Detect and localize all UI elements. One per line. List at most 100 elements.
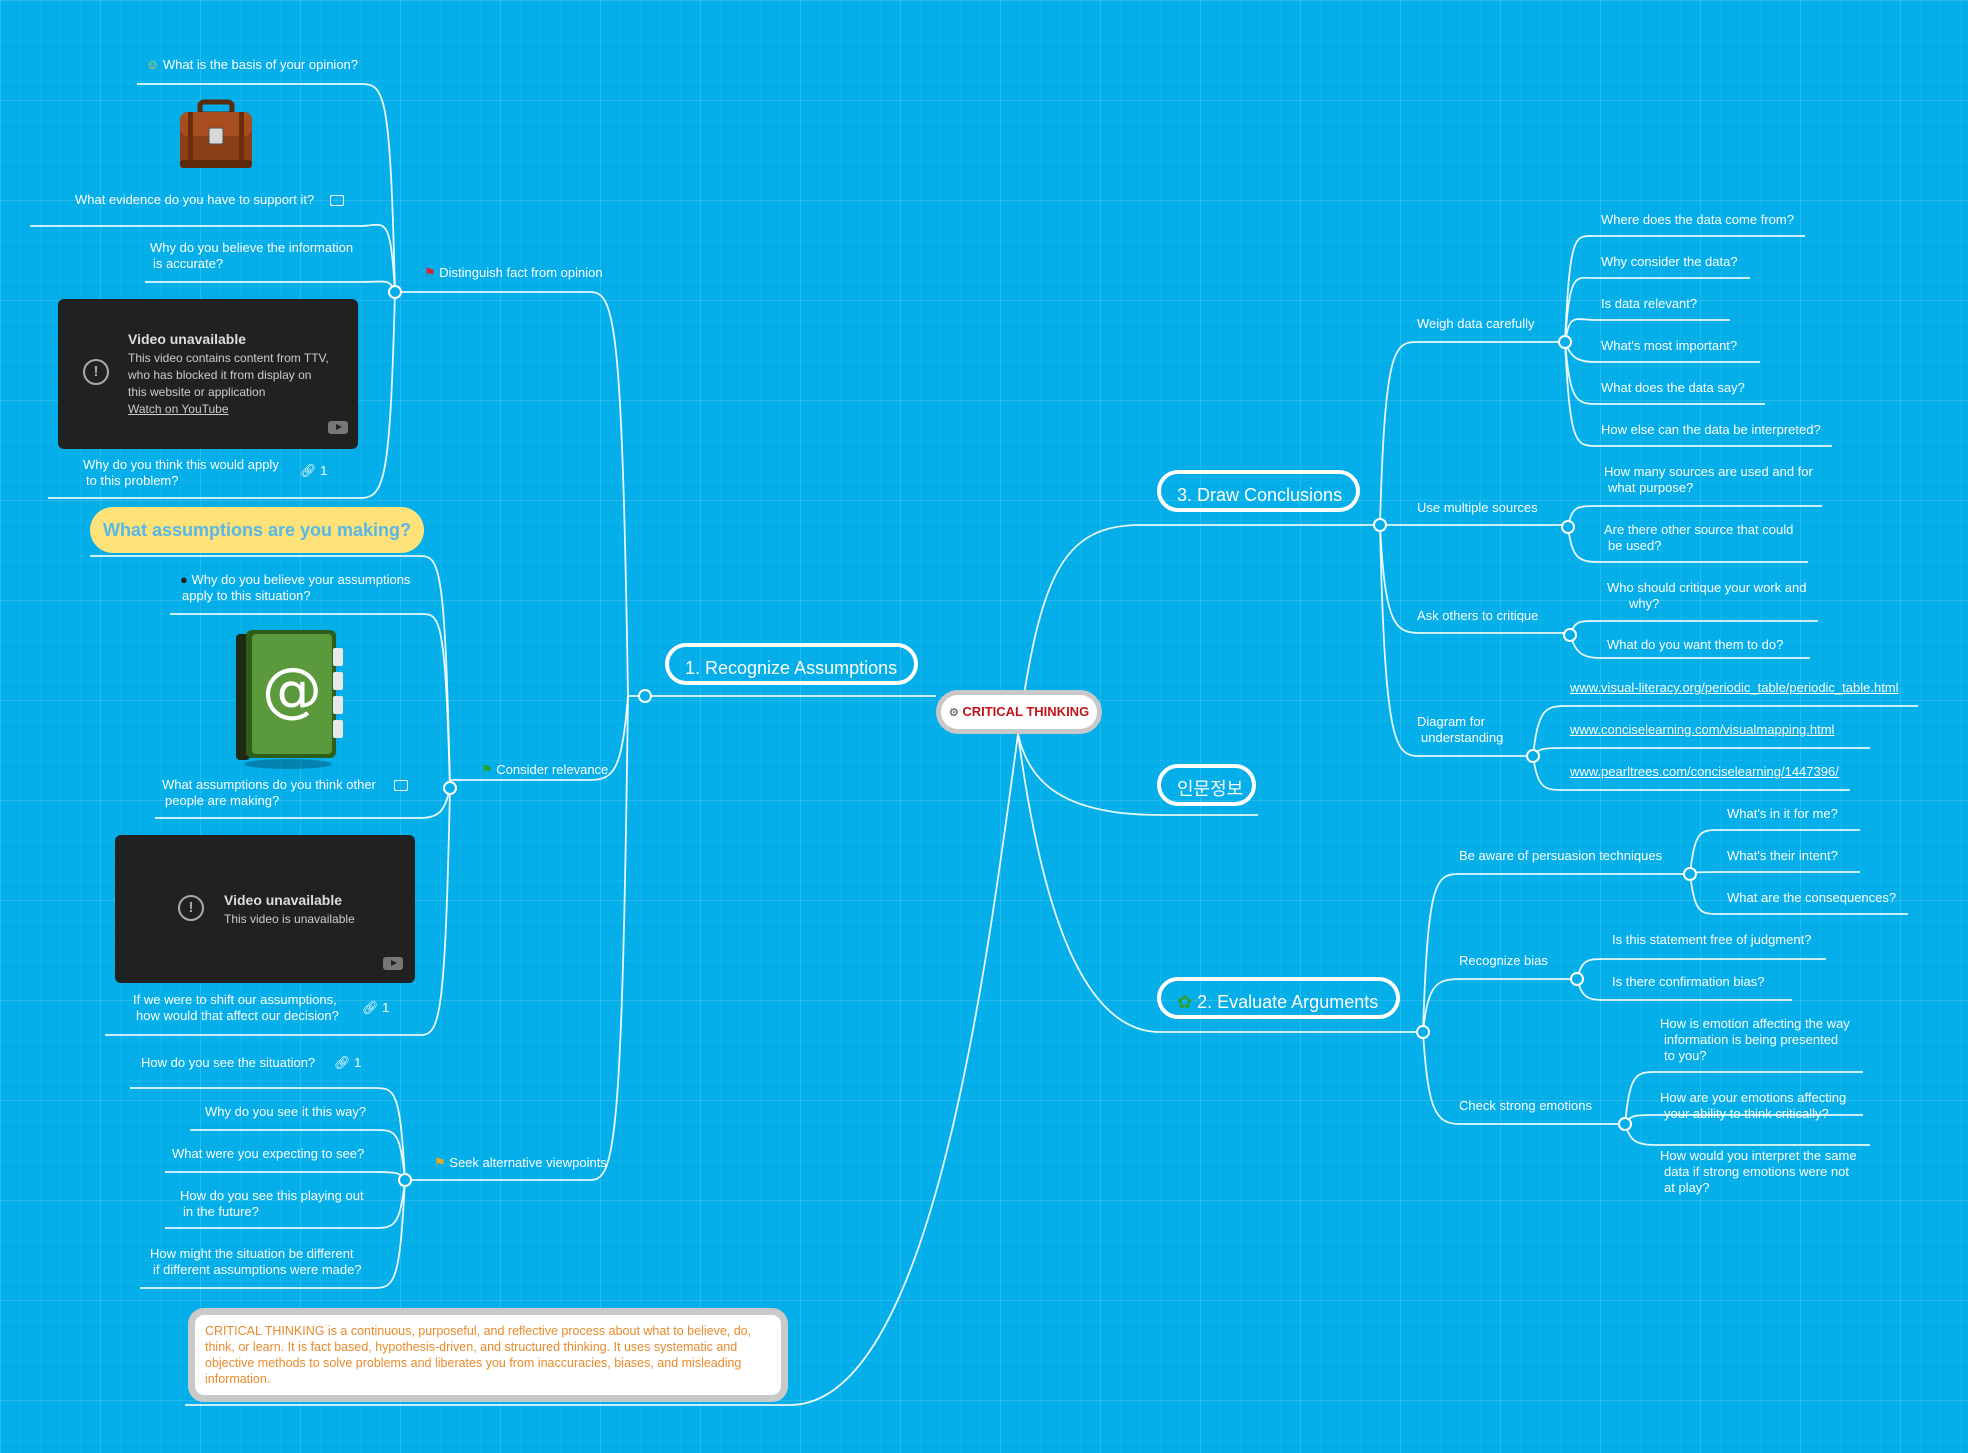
- list-item[interactable]: What do you want them to do?: [1607, 637, 1784, 652]
- topic-label: 인문정보: [1177, 779, 1244, 799]
- list-item[interactable]: How else can the data be interpreted?: [1601, 422, 1821, 437]
- video-message: This video is unavailable: [224, 912, 355, 926]
- list-item[interactable]: What assumptions do you think other peop…: [162, 777, 408, 809]
- warning-icon: !: [178, 895, 204, 921]
- video-embed-ttv[interactable]: ! Video unavailable This video contains …: [58, 299, 358, 449]
- line: How would you interpret the same: [1660, 1148, 1857, 1163]
- line: what purpose?: [1608, 480, 1694, 495]
- list-item[interactable]: How is emotion affecting the way informa…: [1660, 1016, 1850, 1064]
- line-text: Why do you believe your assumptions: [191, 572, 411, 587]
- line: How is emotion affecting the way: [1660, 1016, 1850, 1031]
- list-item[interactable]: Is data relevant?: [1601, 296, 1698, 311]
- link-visual-literacy[interactable]: www.visual-literacy.org/periodic_table/p…: [1570, 680, 1899, 695]
- definition-note[interactable]: CRITICAL THINKING is a continuous, purpo…: [188, 1308, 788, 1402]
- youtube-icon: [383, 957, 403, 970]
- gear-icon: ⚙: [948, 707, 959, 719]
- link-pearltrees[interactable]: www.pearltrees.com/conciselearning/14473…: [1570, 764, 1839, 779]
- list-item[interactable]: How would you interpret the same data if…: [1660, 1148, 1857, 1196]
- line: Are there other source that could: [1604, 522, 1794, 537]
- topic-label: 2. Evaluate Arguments: [1197, 992, 1379, 1012]
- list-item[interactable]: How do you see the situation?: [141, 1055, 316, 1070]
- branch-label: Consider relevance: [496, 762, 609, 777]
- warning-icon: !: [83, 359, 109, 385]
- list-item[interactable]: Are there other source that could be use…: [1604, 522, 1793, 554]
- branch-distinguish-fact[interactable]: ⚑ Distinguish fact from opinion: [424, 265, 603, 281]
- branch-recognize-bias[interactable]: Recognize bias: [1459, 953, 1548, 968]
- image-icon: [393, 780, 408, 792]
- branch-multiple-sources[interactable]: Use multiple sources: [1417, 500, 1538, 515]
- flag-icon: ⚑: [481, 762, 493, 777]
- topic-evaluate-arguments[interactable]: ✿ 2. Evaluate Arguments: [1157, 977, 1400, 1019]
- root-node[interactable]: ⚙ CRITICAL THINKING: [936, 690, 1102, 734]
- line: is accurate?: [153, 256, 224, 271]
- branch-strong-emotions[interactable]: Check strong emotions: [1459, 1098, 1592, 1113]
- list-item[interactable]: Why do you see it this way?: [205, 1104, 367, 1119]
- assumptions-highlight[interactable]: What assumptions are you making?: [90, 507, 424, 553]
- line: Diagram for: [1417, 714, 1485, 729]
- list-item[interactable]: Why do you believe the information is ac…: [150, 240, 353, 272]
- list-item[interactable]: How many sources are used and for what p…: [1604, 464, 1813, 496]
- list-item[interactable]: Is there confirmation bias?: [1612, 974, 1765, 989]
- link-count[interactable]: 🔗︎ 1: [334, 1055, 361, 1071]
- topic-label: 1. Recognize Assumptions: [685, 658, 898, 678]
- item-label: What is the basis of your opinion?: [162, 57, 359, 72]
- link-icon: 🔗︎: [300, 463, 317, 478]
- topic-korean[interactable]: 인문정보: [1157, 764, 1256, 806]
- svg-text:@: @: [262, 655, 322, 725]
- root-label: CRITICAL THINKING: [962, 704, 1090, 719]
- line: if different assumptions were made?: [153, 1262, 362, 1277]
- list-item[interactable]: What's their intent?: [1727, 848, 1838, 863]
- line: how would that affect our decision?: [136, 1008, 339, 1023]
- branch-consider-relevance[interactable]: ⚑ Consider relevance: [481, 762, 608, 778]
- list-item[interactable]: How might the situation be different if …: [150, 1246, 362, 1278]
- list-item[interactable]: ☺ What is the basis of your opinion?: [146, 57, 358, 73]
- address-book-icon: @: [236, 630, 343, 769]
- branch-diagram[interactable]: Diagram for understanding: [1417, 714, 1503, 746]
- list-item[interactable]: What does the data say?: [1601, 380, 1745, 395]
- line: What assumptions do you think other: [162, 777, 408, 793]
- list-item[interactable]: Who should critique your work and why?: [1607, 580, 1806, 612]
- flag-icon: ⚑: [434, 1155, 446, 1170]
- link-count[interactable]: 🔗︎ 1: [362, 1000, 389, 1016]
- link-count-value: 1: [382, 1000, 390, 1015]
- list-item[interactable]: Is this statement free of judgment?: [1612, 932, 1812, 947]
- list-item[interactable]: Where does the data come from?: [1601, 212, 1794, 227]
- branch-persuasion[interactable]: Be aware of persuasion techniques: [1459, 848, 1663, 863]
- line: information is being presented: [1664, 1032, 1839, 1047]
- branch-weigh-data[interactable]: Weigh data carefully: [1417, 316, 1535, 331]
- line: who has blocked it from display on: [128, 368, 312, 382]
- line: Why do you think this would apply: [83, 457, 279, 472]
- flower-icon: ✿: [1177, 992, 1193, 1012]
- video-message: This video contains content from TTV, wh…: [128, 350, 329, 401]
- watch-on-youtube-link[interactable]: Watch on YouTube: [128, 402, 229, 416]
- topic-recognize-assumptions[interactable]: 1. Recognize Assumptions: [665, 643, 918, 685]
- link-count-value: 1: [354, 1055, 362, 1070]
- list-item[interactable]: How do you see this playing out in the f…: [180, 1188, 364, 1220]
- list-item[interactable]: Why consider the data?: [1601, 254, 1738, 269]
- list-item[interactable]: What's most important?: [1601, 338, 1738, 353]
- video-title: Video unavailable: [224, 892, 343, 908]
- link-count[interactable]: 🔗︎ 1: [300, 463, 327, 479]
- line: apply to this situation?: [182, 588, 311, 603]
- topic-draw-conclusions[interactable]: 3. Draw Conclusions: [1157, 470, 1360, 512]
- line: in the future?: [183, 1204, 259, 1219]
- line: be used?: [1608, 538, 1662, 553]
- video-embed-unavailable[interactable]: ! Video unavailable This video is unavai…: [115, 835, 415, 983]
- topic-label: 3. Draw Conclusions: [1177, 485, 1343, 505]
- branch-alternative-viewpoints[interactable]: ⚑ Seek alternative viewpoints: [434, 1155, 607, 1171]
- image-icon: [329, 195, 344, 207]
- branch-ask-critique[interactable]: Ask others to critique: [1417, 608, 1539, 623]
- line: If we were to shift our assumptions,: [133, 992, 337, 1007]
- smiley-icon: ☺: [146, 57, 160, 72]
- list-item[interactable]: Why do you think this would apply to thi…: [83, 457, 279, 489]
- list-item[interactable]: What were you expecting to see?: [172, 1146, 365, 1161]
- link-concise-learning[interactable]: www.conciselearning.com/visualmapping.ht…: [1570, 722, 1835, 737]
- line: ● Why do you believe your assumptions: [180, 572, 410, 588]
- list-item[interactable]: What evidence do you have to support it?: [75, 192, 344, 208]
- list-item[interactable]: What are the consequences?: [1727, 890, 1897, 905]
- list-item[interactable]: What's in it for me?: [1727, 806, 1838, 821]
- list-item[interactable]: If we were to shift our assumptions, how…: [133, 992, 339, 1024]
- list-item[interactable]: How are your emotions affecting your abi…: [1660, 1090, 1846, 1122]
- line: why?: [1629, 596, 1660, 611]
- list-item[interactable]: ● Why do you believe your assumptions ap…: [180, 572, 410, 604]
